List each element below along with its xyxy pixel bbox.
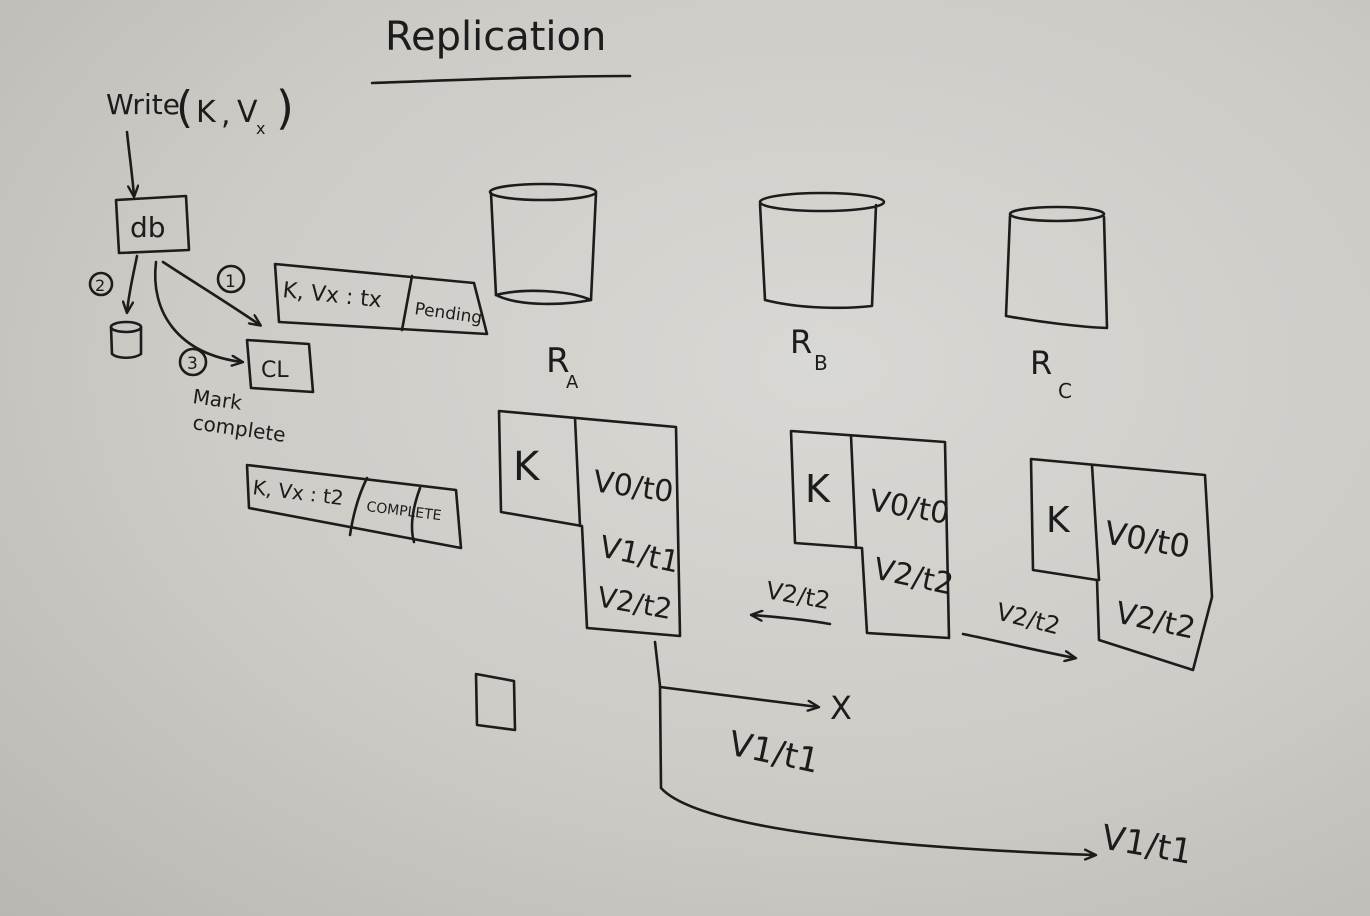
write-close-paren: ) <box>276 81 294 135</box>
replica-b-table <box>789 429 951 640</box>
title-underline <box>370 74 632 85</box>
db-label: db <box>130 211 166 244</box>
diagram-title: Replication <box>385 14 606 60</box>
replica-c: R C K V0/t0 V2/t2 V2/t2 <box>961 205 1214 672</box>
step-2-arrow <box>127 254 139 312</box>
pending-status: Pending <box>413 299 483 328</box>
replica-c-cylinder <box>1004 205 1109 330</box>
write-function-name: Write <box>106 88 180 121</box>
replica-c-incoming-label: V2/t2 <box>994 598 1063 641</box>
local-storage-icon <box>109 320 143 360</box>
step-3-circle <box>178 347 208 377</box>
write-arrow <box>125 130 134 196</box>
write-value-subscript: x <box>256 119 265 138</box>
replica-b-incoming-label: V2/t2 <box>764 576 832 615</box>
replica-a-label: R <box>546 341 570 381</box>
write-value: V <box>237 95 258 130</box>
step-2-circle <box>88 271 114 297</box>
replica-c-table <box>1029 457 1214 672</box>
replica-c-incoming-arrow <box>961 632 1075 658</box>
small-square <box>474 672 517 732</box>
complete-entry-text: K, Vx : t2 <box>251 475 345 510</box>
replica-b-version-1: V2/t2 <box>870 552 956 603</box>
complete-label: complete <box>191 410 287 447</box>
failed-message-label: V1/t1 <box>725 724 823 782</box>
step-1-arrow <box>161 260 260 325</box>
step-2-label: 2 <box>95 276 105 295</box>
replica-a-subscript: A <box>566 372 579 393</box>
retry-arrow <box>653 640 1095 855</box>
step-1-circle <box>216 264 246 294</box>
commit-log-box <box>245 338 315 394</box>
replica-c-key: K <box>1046 500 1071 541</box>
step-1-label: 1 <box>225 272 236 292</box>
failed-target-label: X <box>830 689 852 727</box>
replica-c-subscript: C <box>1058 379 1072 403</box>
step-3-arrow <box>153 260 242 362</box>
db-box <box>114 194 191 255</box>
replica-a-version-2: V2/t2 <box>595 580 675 626</box>
replica-c-version-0: V0/t0 <box>1102 513 1193 565</box>
write-key: K <box>196 95 217 130</box>
write-call: Write ( K , V x ) <box>106 81 294 138</box>
pending-entry-text: K, Vx : tx <box>281 278 383 313</box>
replica-b-incoming-arrow <box>752 615 832 626</box>
replica-b-cylinder <box>758 191 886 310</box>
retried-message-label: V1/t1 <box>1098 817 1195 872</box>
replica-a: R A K V0/t0 V1/t1 V2/t2 <box>488 182 682 638</box>
complete-status: COMPLETE <box>366 499 443 524</box>
write-open-paren: ( <box>176 82 193 133</box>
replica-b-label: R <box>790 323 812 361</box>
failed-arrow <box>658 685 818 707</box>
replica-a-version-1: V1/t1 <box>596 530 682 581</box>
replica-c-version-1: V2/t2 <box>1112 596 1198 647</box>
replica-a-key: K <box>513 444 541 490</box>
replica-a-version-0: V0/t0 <box>591 464 676 510</box>
replica-c-label: R <box>1030 344 1052 382</box>
replica-b-version-0: V0/t0 <box>867 483 952 531</box>
replica-b-subscript: B <box>814 351 828 375</box>
replica-b-key: K <box>805 467 831 511</box>
replica-b: R B K V0/t0 V2/t2 V2/t2 <box>752 191 956 640</box>
commit-log-label: CL <box>261 358 289 383</box>
log-entry-pending: K, Vx : tx Pending <box>273 262 489 336</box>
failed-replication: X V1/t1 V1/t1 <box>653 640 1195 873</box>
log-entry-complete: K, Vx : t2 COMPLETE <box>245 463 463 550</box>
replica-a-cylinder <box>488 182 598 306</box>
replica-a-table <box>497 409 682 638</box>
step-3-label: 3 <box>187 354 198 374</box>
write-comma: , <box>221 97 231 132</box>
